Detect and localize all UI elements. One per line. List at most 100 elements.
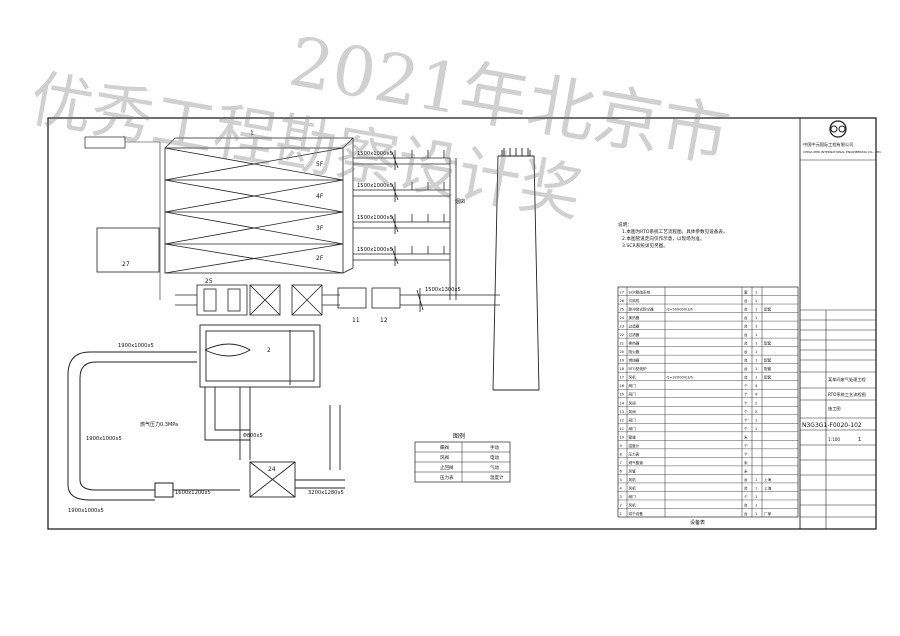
- duct-outlet-size: 1500x1300x5: [425, 287, 461, 293]
- table-cell: 1: [755, 427, 757, 431]
- table-cell: 2: [620, 503, 622, 507]
- drawing-scale: 1:100: [828, 437, 840, 442]
- table-cell: 上海: [764, 477, 772, 482]
- table-cell: 引风机: [629, 298, 640, 303]
- table-cell: SCR脱硝系统: [629, 290, 651, 295]
- table-cell: 个: [744, 417, 748, 422]
- legend-item: 风阀: [440, 454, 449, 461]
- legend-item: 电动: [490, 454, 499, 461]
- title-block: [800, 159, 876, 529]
- table-cell: 台: [744, 366, 748, 371]
- floor-ducts: [353, 150, 457, 300]
- table-cell: 1: [755, 350, 757, 354]
- table-cell: 个: [744, 383, 748, 388]
- table-cell: 19: [620, 359, 625, 363]
- table-cell: 11: [620, 427, 625, 431]
- table-cell: 台: [744, 298, 748, 303]
- table-cell: 台: [744, 511, 748, 516]
- left-duct-loop: [67, 351, 240, 501]
- table-cell: 6: [620, 469, 623, 473]
- table-cell: 燃气管道: [629, 460, 644, 465]
- tag-27: 27: [122, 261, 130, 268]
- table-cell: 台: [744, 332, 748, 337]
- table-cell: 1: [755, 478, 757, 482]
- project-name: 某车间废气处理工程: [828, 376, 867, 383]
- table-cell: 个: [744, 400, 748, 405]
- legend-item: 蝶阀: [440, 444, 449, 451]
- table-cell: 配套: [764, 366, 772, 371]
- table-cell: 个: [744, 392, 748, 397]
- table-cell: 配套: [764, 341, 772, 346]
- table-cell: 8: [620, 452, 623, 456]
- table-cell: 12: [620, 418, 625, 422]
- duct-size-4: 1500x1000x5: [357, 247, 393, 253]
- table-cell: 换热器: [629, 341, 640, 346]
- chimney-label: 烟囱: [455, 198, 465, 205]
- table-cell: 2: [755, 410, 757, 414]
- table-cell: 1: [755, 316, 757, 320]
- table-cell: 13: [620, 410, 625, 414]
- tag-12: 12: [380, 317, 388, 324]
- table-cell: 上海: [764, 485, 772, 490]
- table-cell: 台: [744, 502, 748, 507]
- table-cell: 套: [744, 290, 748, 295]
- table-cell: 风机: [629, 375, 637, 380]
- table-cell: 个: [744, 426, 748, 431]
- table-cell: 17: [620, 376, 625, 380]
- table-cell: 1: [755, 376, 757, 380]
- table-cell: 10: [620, 435, 625, 439]
- table-cell: 台: [744, 324, 748, 329]
- legend-item: 温度计: [490, 474, 504, 481]
- level-label-4: 4F: [316, 193, 324, 200]
- table-cell: 风机: [629, 477, 637, 482]
- duct-size-2: 1500x1000x5: [357, 183, 393, 189]
- table-cell: 20: [620, 350, 625, 354]
- table-cell: 烘干设备: [629, 511, 644, 516]
- table-cell: 过滤器: [629, 332, 640, 337]
- tag-11: 11: [352, 317, 360, 324]
- table-cell: 16: [620, 384, 625, 388]
- table-cell: 米: [744, 460, 748, 465]
- level-label-5: 5F: [316, 161, 324, 168]
- tag-2: 2: [267, 347, 271, 354]
- table-cell: 1: [755, 495, 757, 499]
- table-cell: 厂家: [764, 511, 772, 516]
- table-cell: 5: [620, 478, 622, 482]
- table-cell: 1: [755, 342, 757, 346]
- note-line: 2.本图管道走向仅作示意，以现场为准。: [622, 235, 704, 242]
- note-line: 3.SCR系统详见另图。: [622, 242, 668, 249]
- note-line: 1.本图为RTO系统工艺流程图，具体参数见设备表。: [622, 228, 728, 235]
- table-cell: 台: [744, 341, 748, 346]
- table-cell: 1: [755, 333, 757, 337]
- company-name-en: CHINA IPPR INTERNATIONAL ENGINEERING CO.…: [803, 150, 882, 154]
- tag-25: 25: [205, 278, 213, 285]
- drawing-stage: 施工图: [828, 405, 841, 412]
- notes-title: 说明：: [618, 221, 632, 228]
- duct-left-vertical-size: 1900x1000x5: [86, 436, 122, 442]
- table-cell: 21: [620, 342, 625, 346]
- table-cell: 9: [620, 444, 623, 448]
- legend-title: 图例: [453, 432, 465, 440]
- table-cell: 26: [620, 299, 625, 303]
- table-cell: 个: [744, 451, 748, 456]
- table-cell: 风阀: [629, 400, 637, 405]
- legend-item: 手动: [490, 444, 499, 451]
- table-cell: RTO焚烧炉: [629, 366, 647, 371]
- table-cell: 台: [744, 349, 748, 354]
- rto-furnace: [199, 324, 321, 388]
- duct-left-bottom-size: 1900x1000x5: [68, 508, 104, 514]
- table-cell: 1: [755, 503, 757, 507]
- table-cell: 4: [620, 486, 623, 490]
- legend-item: 止回阀: [440, 464, 454, 471]
- duct-mid-size: 1600x1200x5: [175, 490, 211, 496]
- table-title: 设备表: [690, 519, 705, 526]
- tag-24: 24: [268, 466, 276, 473]
- table-cell: 台: [744, 315, 748, 320]
- table-cell: 4: [755, 393, 758, 397]
- table-cell: 米: [744, 434, 748, 439]
- table-cell: 18: [620, 367, 625, 371]
- table-cell: 风阀: [629, 409, 637, 414]
- table-cell: 23: [620, 325, 625, 329]
- legend-item: 气动: [490, 464, 499, 471]
- table-cell: 1: [755, 308, 757, 312]
